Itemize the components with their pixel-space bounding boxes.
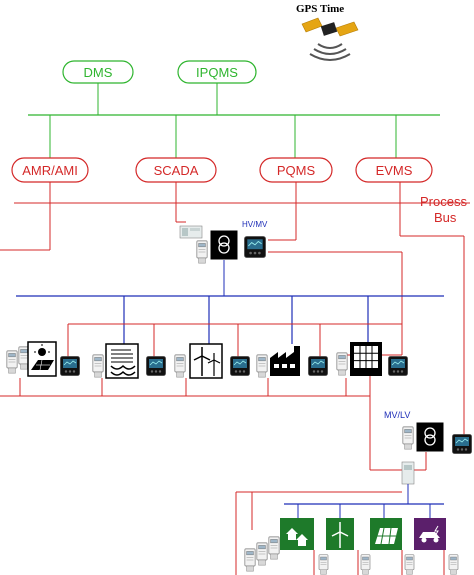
lv-loads	[244, 518, 459, 575]
generation-row	[6, 341, 408, 379]
meter-icon	[360, 554, 371, 575]
meter-icon	[196, 240, 208, 264]
meter-icon	[92, 354, 104, 378]
power-quality-analyzer-icon	[388, 356, 408, 376]
factory-unit	[256, 344, 328, 378]
meter-icon	[174, 354, 186, 378]
wind-unit	[174, 343, 250, 379]
transformer-icon[interactable]	[416, 422, 444, 452]
mv-lv-label: MV/LV	[384, 410, 410, 420]
meter-icon	[336, 352, 348, 376]
meter-icon	[6, 350, 18, 374]
electric-vehicle-icon[interactable]	[414, 518, 446, 550]
solar-unit	[6, 341, 80, 377]
lv-wiring	[235, 491, 445, 575]
pv-panel-icon[interactable]	[350, 342, 382, 376]
small-pv-icon[interactable]	[370, 518, 402, 550]
amr-ami-label: AMR/AMI	[22, 163, 78, 178]
pqms-label: PQMS	[277, 163, 316, 178]
meter-icon	[404, 554, 415, 575]
gps-time-label: GPS Time	[296, 3, 344, 15]
dms-label: DMS	[84, 65, 113, 80]
mv-lv-substation: MV/LV	[384, 410, 472, 504]
houses-icon[interactable]	[280, 518, 314, 550]
process-bus-label-line2: Bus	[434, 210, 457, 225]
ipqms-label: IPQMS	[196, 65, 238, 80]
power-quality-analyzer-icon	[230, 356, 250, 376]
power-quality-analyzer-icon	[60, 356, 80, 376]
wind-turbine-icon[interactable]	[189, 343, 223, 379]
meter-icon	[448, 554, 459, 575]
gps-block: GPS Time	[296, 3, 359, 61]
power-quality-analyzer-icon	[308, 356, 328, 376]
operational-systems: AMR/AMI SCADA PQMS EVMS	[11, 157, 433, 183]
meter-icon	[402, 426, 414, 450]
process-bus-label-line1: Process	[420, 194, 467, 209]
meter-icon	[256, 354, 268, 378]
satellite-icon	[301, 17, 359, 61]
gateway-device-icon	[401, 461, 415, 485]
power-quality-analyzer-icon	[452, 434, 472, 454]
solar-plant-icon[interactable]	[27, 341, 57, 377]
enterprise-systems: DMS IPQMS	[28, 60, 440, 158]
process-bus-wiring	[0, 182, 470, 441]
meter-icon	[268, 536, 280, 560]
meter-icon	[318, 554, 329, 575]
scada-label: SCADA	[154, 163, 199, 178]
pv-unit	[336, 342, 408, 376]
hv-mv-label: HV/MV	[242, 220, 268, 229]
factory-icon[interactable]	[270, 344, 300, 376]
evms-label: EVMS	[376, 163, 413, 178]
meter-icon	[244, 548, 256, 572]
meter-icon	[256, 542, 268, 566]
transformer-icon[interactable]	[210, 230, 238, 260]
small-wind-icon[interactable]	[326, 518, 354, 550]
evms-node[interactable]	[355, 157, 433, 183]
hydro-unit	[92, 343, 166, 379]
hv-mv-substation: HV/MV	[179, 220, 268, 296]
hydro-plant-icon[interactable]	[105, 343, 139, 379]
power-quality-analyzer-icon	[244, 236, 266, 258]
mv-blue-bus	[16, 295, 444, 346]
gateway-device-icon	[179, 225, 203, 239]
power-quality-analyzer-icon	[146, 356, 166, 376]
